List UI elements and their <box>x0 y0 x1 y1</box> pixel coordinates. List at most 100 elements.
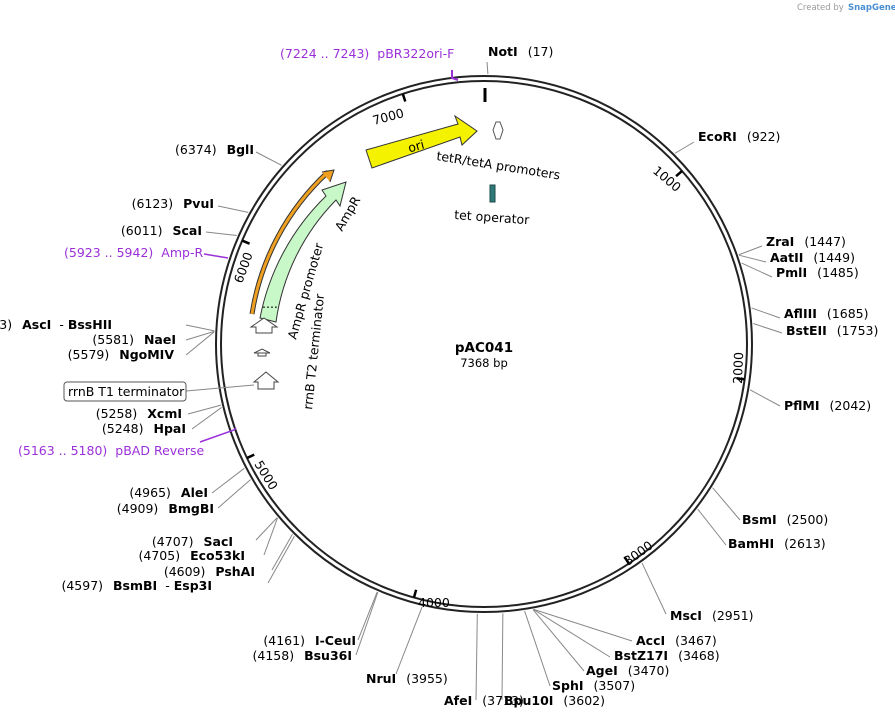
site-position: (6374) <box>175 142 217 157</box>
site-label: (4597)BsmBI-Esp3I <box>61 578 212 593</box>
site-name: XcmI <box>147 406 182 421</box>
orange-arc <box>250 170 330 315</box>
site-leader-line <box>533 608 633 642</box>
site-label: AflIII (1685) <box>784 306 868 321</box>
credit-prefix: Created by <box>797 3 844 13</box>
site-name: AscI <box>22 317 51 332</box>
site-position: (1685) <box>827 306 869 321</box>
credit-brand: SnapGene <box>848 3 895 13</box>
site-leader-line <box>217 205 249 213</box>
site-label: (4158)Bsu36I <box>253 648 353 663</box>
tick-mark <box>246 453 255 460</box>
site-name: AgeI <box>586 663 618 678</box>
site-leader-line <box>674 141 695 154</box>
site-label: AccI(3467) <box>636 633 717 648</box>
site-name: SphI <box>552 678 584 693</box>
site-label: (4965)AleI <box>129 485 208 500</box>
site-position: (1485) <box>817 265 859 280</box>
site-leader-line <box>697 508 727 546</box>
ampr-promoter-arrow <box>249 317 279 334</box>
site-position: (3470) <box>628 663 670 678</box>
site-position: (5581) <box>92 332 134 347</box>
site-leader-line <box>475 613 478 701</box>
site-leader-line <box>533 609 611 658</box>
site-leader-line <box>738 245 763 256</box>
site-leader-line <box>751 307 781 319</box>
tet-operator-marker <box>489 184 496 203</box>
site-leader-line <box>355 592 379 656</box>
site-name: NotI <box>488 44 518 59</box>
site-name: SacI <box>204 534 234 549</box>
plasmid-backbone <box>215 75 753 613</box>
backbone-outer-ring <box>215 75 753 613</box>
site-label: MscI(2951) <box>670 608 754 623</box>
site-position: (6011) <box>121 223 163 238</box>
site-position: (4161) <box>263 633 305 648</box>
site-leader-line <box>255 517 278 541</box>
tick-label: 4000 <box>418 595 450 610</box>
rrnb-t1-leader <box>185 384 255 392</box>
site-label: (5258)XcmI <box>96 406 182 421</box>
site-label: ZraI(1447) <box>766 234 846 249</box>
site-position: (2500) <box>787 512 829 527</box>
site-alt-name: Esp3I <box>174 578 212 593</box>
site-position: (4705) <box>139 548 181 563</box>
site-name: BstEII <box>786 323 827 338</box>
site-label: SphI(3507) <box>552 678 635 693</box>
site-label: (4707)SacI <box>152 534 233 549</box>
site-label: (5579)NgoMIV <box>68 347 175 362</box>
plasmid-name: pAC041 <box>455 340 513 356</box>
tet-promoters-marker <box>492 121 504 140</box>
site-label: PflMI(2042) <box>784 398 871 413</box>
site-position: (1449) <box>813 250 855 265</box>
site-label: (4161)I-CeuI <box>263 633 356 648</box>
site-leader-line <box>211 467 245 494</box>
site-name: AccI <box>636 633 665 648</box>
site-position: (2613) <box>784 536 826 551</box>
ampr-arrow <box>259 181 347 323</box>
backbone-inner-ring <box>220 80 748 608</box>
ori-arrow <box>365 114 478 169</box>
site-name: BamHI <box>728 536 774 551</box>
site-leader-line <box>532 609 585 672</box>
tick-label: 6000 <box>231 250 256 285</box>
site-leader-line <box>263 517 278 556</box>
site-leader-line <box>753 323 783 334</box>
site-position: (2042) <box>830 398 872 413</box>
site-name: PshAI <box>215 564 255 579</box>
site-label: (4609)PshAI <box>164 564 255 579</box>
site-label: (5583)AscI-BssHII <box>0 317 112 332</box>
site-name: PmlI <box>776 265 807 280</box>
site-name: BsmBI <box>113 578 157 593</box>
tick-mark <box>401 93 407 102</box>
site-label: (6374) BglI <box>175 142 254 157</box>
tick-label: 7000 <box>371 105 406 128</box>
tet-promoters-label: tetR/tetA promoters <box>436 148 562 182</box>
tick-mark <box>412 589 418 598</box>
site-name: BglI <box>227 142 254 157</box>
site-label: EcoRI(922) <box>698 129 780 144</box>
site-leader-line <box>738 254 767 263</box>
site-label: NruI(3955) <box>366 671 448 686</box>
site-leader-line <box>205 231 237 236</box>
site-position: (4158) <box>253 648 295 663</box>
site-position: (3955) <box>406 671 448 686</box>
tet-operator-label: tet operator <box>454 207 531 227</box>
site-name: PvuI <box>183 196 214 211</box>
site-label: (6123)PvuI <box>132 196 214 211</box>
primer-mark-pbad-reverse <box>199 427 237 443</box>
site-label: PmlI (1485) <box>776 265 859 280</box>
site-name: Eco53kI <box>190 548 245 563</box>
site-leader-line <box>486 61 489 75</box>
site-label: BsmI(2500) <box>742 512 828 527</box>
site-name: AflIII <box>784 306 817 321</box>
site-leader-line <box>271 534 293 571</box>
site-label: NotI(17) <box>488 44 553 59</box>
site-label: BstZ17I(3468) <box>614 648 720 663</box>
site-leader-line <box>641 562 667 615</box>
site-position: (3468) <box>678 648 720 663</box>
site-position: (4597) <box>61 578 103 593</box>
tick-mark <box>675 170 683 178</box>
site-leader-line <box>255 151 282 166</box>
